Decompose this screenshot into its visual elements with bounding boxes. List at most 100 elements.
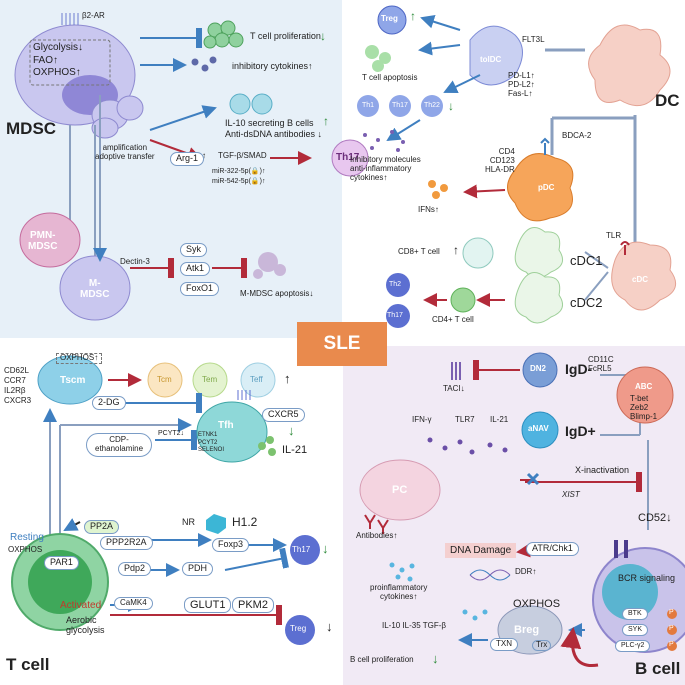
treg-label-t: Treg bbox=[290, 624, 307, 633]
tfh-genes: ETNK1 PCYT2 SELENOI bbox=[198, 432, 224, 455]
phospho-markers-icon bbox=[667, 609, 677, 651]
cdc1-label: cDC1 bbox=[570, 253, 603, 268]
txn-box: TXN bbox=[490, 638, 518, 651]
cytokine-dots-breg-icon bbox=[462, 609, 488, 621]
tlr-receptor-icon bbox=[620, 241, 630, 255]
taci-label: TACI↓ bbox=[443, 384, 465, 393]
bcr-signaling-label: BCR signaling bbox=[618, 573, 676, 583]
cd8-label: CD8+ T cell bbox=[398, 247, 440, 256]
activated-label: Activated bbox=[60, 600, 102, 611]
down-arrow-cxcr5: ↓ bbox=[288, 423, 295, 438]
up-arrow-icon: ↑ bbox=[323, 114, 329, 128]
atr-chk1-box: ATR/Chk1 bbox=[526, 542, 579, 556]
beta2-ar-label: β2-AR bbox=[82, 11, 105, 20]
teff-label: Teff bbox=[250, 375, 263, 384]
tem-cell bbox=[192, 362, 228, 398]
cdp-ethanolamine-box: CDP- ethanolamine bbox=[86, 433, 153, 457]
ifns-label: IFNs↑ bbox=[418, 205, 439, 214]
cdc2-cell bbox=[514, 272, 564, 324]
xist-label: XIST bbox=[562, 490, 580, 499]
anti-dsdna-label: Anti-dsDNA antibodies ↓ bbox=[225, 129, 323, 139]
pc-cell bbox=[359, 459, 441, 521]
bcr-receptor-icon bbox=[614, 540, 628, 558]
il21-label-t: IL-21 bbox=[282, 444, 308, 456]
amplification-label: amplification adoptive transfer bbox=[95, 143, 155, 161]
flt3l-label: FLT3L bbox=[522, 35, 545, 44]
sle-label: SLE bbox=[297, 322, 387, 366]
dc-cell bbox=[588, 24, 671, 107]
th1-label: Th1 bbox=[362, 102, 375, 109]
tfh-gene-pcyt2: PCYT2 bbox=[198, 439, 218, 446]
proinflammatory-dots-icon bbox=[389, 562, 415, 582]
pp2a-box: PP2A bbox=[84, 520, 120, 534]
metabolism-box bbox=[29, 39, 111, 86]
ifng-label: IFN-γ bbox=[412, 415, 432, 424]
igd-plus-label: IgD+ bbox=[565, 423, 596, 439]
syk-box: Syk bbox=[180, 243, 208, 257]
phospho-syk: P bbox=[669, 625, 674, 632]
cd11c-label: CD11C FcRL5 bbox=[588, 355, 614, 373]
cd52-label: CD52↓ bbox=[638, 512, 672, 524]
tfh-cell bbox=[196, 401, 268, 463]
pd-ligands-label: PD-L1↑ PD-L2↑ Fas-L↑ bbox=[508, 71, 535, 98]
tgf-label: TGF-β/SMAD bbox=[218, 151, 267, 160]
tcm-label: Tcm bbox=[157, 375, 172, 384]
teff-cell bbox=[240, 362, 276, 398]
ppp2r2a-box: PPP2R2A bbox=[100, 536, 153, 550]
2dg-box: 2-DG bbox=[92, 396, 126, 410]
x-chromosome-icon bbox=[526, 472, 540, 486]
toldc-cell bbox=[469, 25, 523, 86]
inhibitory-molecules-icon bbox=[363, 130, 405, 152]
cdc-cell bbox=[611, 241, 677, 311]
dna-damage-box: DNA Damage bbox=[445, 543, 517, 558]
abc-genes-label: T-bet Zeb2 Blimp-1 bbox=[630, 394, 658, 421]
down-arrow-icon: ↓ bbox=[320, 29, 326, 43]
ddr-label: DDR↑ bbox=[515, 567, 537, 576]
cytokine-dots-b-icon bbox=[427, 437, 508, 455]
aerobic-glycolysis-label: Aerobic glycolysis bbox=[66, 615, 105, 635]
up-arrow-teff: ↑ bbox=[284, 371, 291, 386]
antibodies-label: Antibodies↑ bbox=[356, 531, 398, 540]
pdp2-box: Pdp2 bbox=[118, 562, 152, 576]
igd-minus-label: IgD- bbox=[565, 361, 593, 377]
breg-label: Breg bbox=[514, 624, 540, 636]
nr-label: NR bbox=[182, 517, 195, 527]
metabolism-list: Glycolysis↓ FAO↑ OXPHOS↑ bbox=[33, 42, 83, 80]
foxo1-box: FoxO1 bbox=[180, 282, 220, 296]
bdca2-label: BDCA-2 bbox=[562, 131, 592, 140]
dn2-cell bbox=[522, 352, 558, 388]
cxcr5-box: CXCR5 bbox=[262, 408, 305, 422]
tscm-surface-label: CD62L CCR7 IL2Rβ CXCR3 bbox=[4, 366, 32, 405]
pdh-box: PDH bbox=[182, 562, 214, 576]
tscm-cell bbox=[37, 355, 103, 405]
cdc-label: cDC bbox=[632, 275, 649, 284]
dn2-label: DN2 bbox=[530, 364, 547, 373]
apoptotic-mdsc-icon bbox=[253, 252, 286, 279]
phospho-plc: P bbox=[669, 641, 674, 648]
trx-label: Trx bbox=[532, 640, 552, 651]
tfh-gene-selenoi: SELENOI bbox=[198, 447, 225, 453]
th17b-label: Th17 bbox=[387, 312, 403, 319]
btk-box: BTK bbox=[622, 608, 648, 620]
down-arrow-th17-t: ↓ bbox=[322, 541, 329, 556]
il21-label-b: IL-21 bbox=[490, 415, 509, 424]
down-arrow-treg-t: ↓ bbox=[326, 619, 333, 634]
treg-cell-t bbox=[285, 615, 315, 645]
pdc-markers-label: CD4 CD123 HLA-DR bbox=[485, 147, 515, 174]
ifn-dots-icon bbox=[428, 180, 448, 199]
anav-cell bbox=[521, 411, 559, 449]
tlr-label: TLR bbox=[606, 231, 622, 240]
down-arrow-bprolif: ↓ bbox=[432, 651, 439, 666]
tcm-cell bbox=[147, 362, 183, 398]
b-prolif-label: B cell proliferation bbox=[350, 655, 414, 664]
inhibitory-molecules-label: Inhibitory molecules anti-inflammatory c… bbox=[350, 155, 421, 182]
th17-label-t: Th17 bbox=[292, 545, 311, 554]
dectin3-label: Dectin-3 bbox=[120, 257, 150, 266]
metabolism-glycolysis: Glycolysis↓ bbox=[33, 42, 84, 53]
dna-helix-icon bbox=[469, 569, 511, 581]
glut1-box: GLUT1 bbox=[184, 597, 232, 614]
bdca2-receptor-icon bbox=[540, 137, 550, 155]
apoptotic-t-cell-icon bbox=[365, 45, 391, 72]
mir542-label: miR-542-5p(🔒)↑ bbox=[212, 178, 266, 185]
m-mdsc-label: M- MDSC bbox=[80, 278, 110, 300]
